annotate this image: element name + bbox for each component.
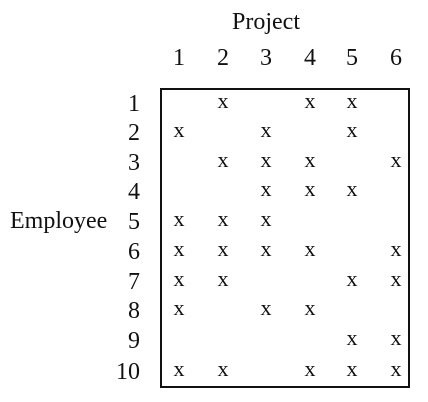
cell-mark: x xyxy=(390,266,402,291)
cell-mark: x xyxy=(390,325,402,350)
row-label-10: 10 xyxy=(116,359,140,385)
cell-mark: x xyxy=(304,236,316,261)
column-label-6: 6 xyxy=(390,45,402,71)
row-label-6: 6 xyxy=(128,239,140,265)
cell-mark: x xyxy=(260,236,272,261)
cell-mark: x xyxy=(217,356,229,381)
row-label-5: 5 xyxy=(128,209,140,235)
cell-mark: x xyxy=(217,147,229,172)
cell-mark: x xyxy=(173,117,185,142)
row-label-9: 9 xyxy=(128,328,140,354)
cell-mark: x xyxy=(346,88,358,113)
row-label-7: 7 xyxy=(128,269,140,295)
cell-mark: x xyxy=(304,147,316,172)
cell-mark: x xyxy=(346,176,358,201)
row-axis-title: Employee xyxy=(10,208,108,234)
cell-mark: x xyxy=(217,88,229,113)
cell-mark: x xyxy=(173,356,185,381)
row-label-2: 2 xyxy=(128,120,140,146)
cell-mark: x xyxy=(260,206,272,231)
cell-mark: x xyxy=(304,295,316,320)
cell-mark: x xyxy=(173,206,185,231)
row-label-4: 4 xyxy=(128,179,140,205)
cell-mark: x xyxy=(217,206,229,231)
cell-mark: x xyxy=(260,117,272,142)
cell-mark: x xyxy=(304,356,316,381)
cell-mark: x xyxy=(173,236,185,261)
cell-mark: x xyxy=(390,147,402,172)
cell-mark: x xyxy=(390,236,402,261)
cell-mark: x xyxy=(173,266,185,291)
row-label-1: 1 xyxy=(128,91,140,117)
column-label-4: 4 xyxy=(304,45,316,71)
cell-mark: x xyxy=(217,236,229,261)
cell-mark: x xyxy=(260,295,272,320)
cell-mark: x xyxy=(260,147,272,172)
cell-mark: x xyxy=(304,176,316,201)
column-axis-title: Project xyxy=(232,9,300,35)
row-label-3: 3 xyxy=(128,150,140,176)
matrix-border xyxy=(160,88,410,388)
cell-mark: x xyxy=(173,295,185,320)
column-label-2: 2 xyxy=(217,45,229,71)
cell-mark: x xyxy=(346,356,358,381)
column-label-1: 1 xyxy=(173,45,185,71)
cell-mark: x xyxy=(260,176,272,201)
cell-mark: x xyxy=(217,266,229,291)
column-label-3: 3 xyxy=(260,45,272,71)
cell-mark: x xyxy=(390,356,402,381)
row-label-8: 8 xyxy=(128,298,140,324)
column-label-5: 5 xyxy=(346,45,358,71)
cell-mark: x xyxy=(346,117,358,142)
cell-mark: x xyxy=(304,88,316,113)
cell-mark: x xyxy=(346,266,358,291)
cell-mark: x xyxy=(346,325,358,350)
